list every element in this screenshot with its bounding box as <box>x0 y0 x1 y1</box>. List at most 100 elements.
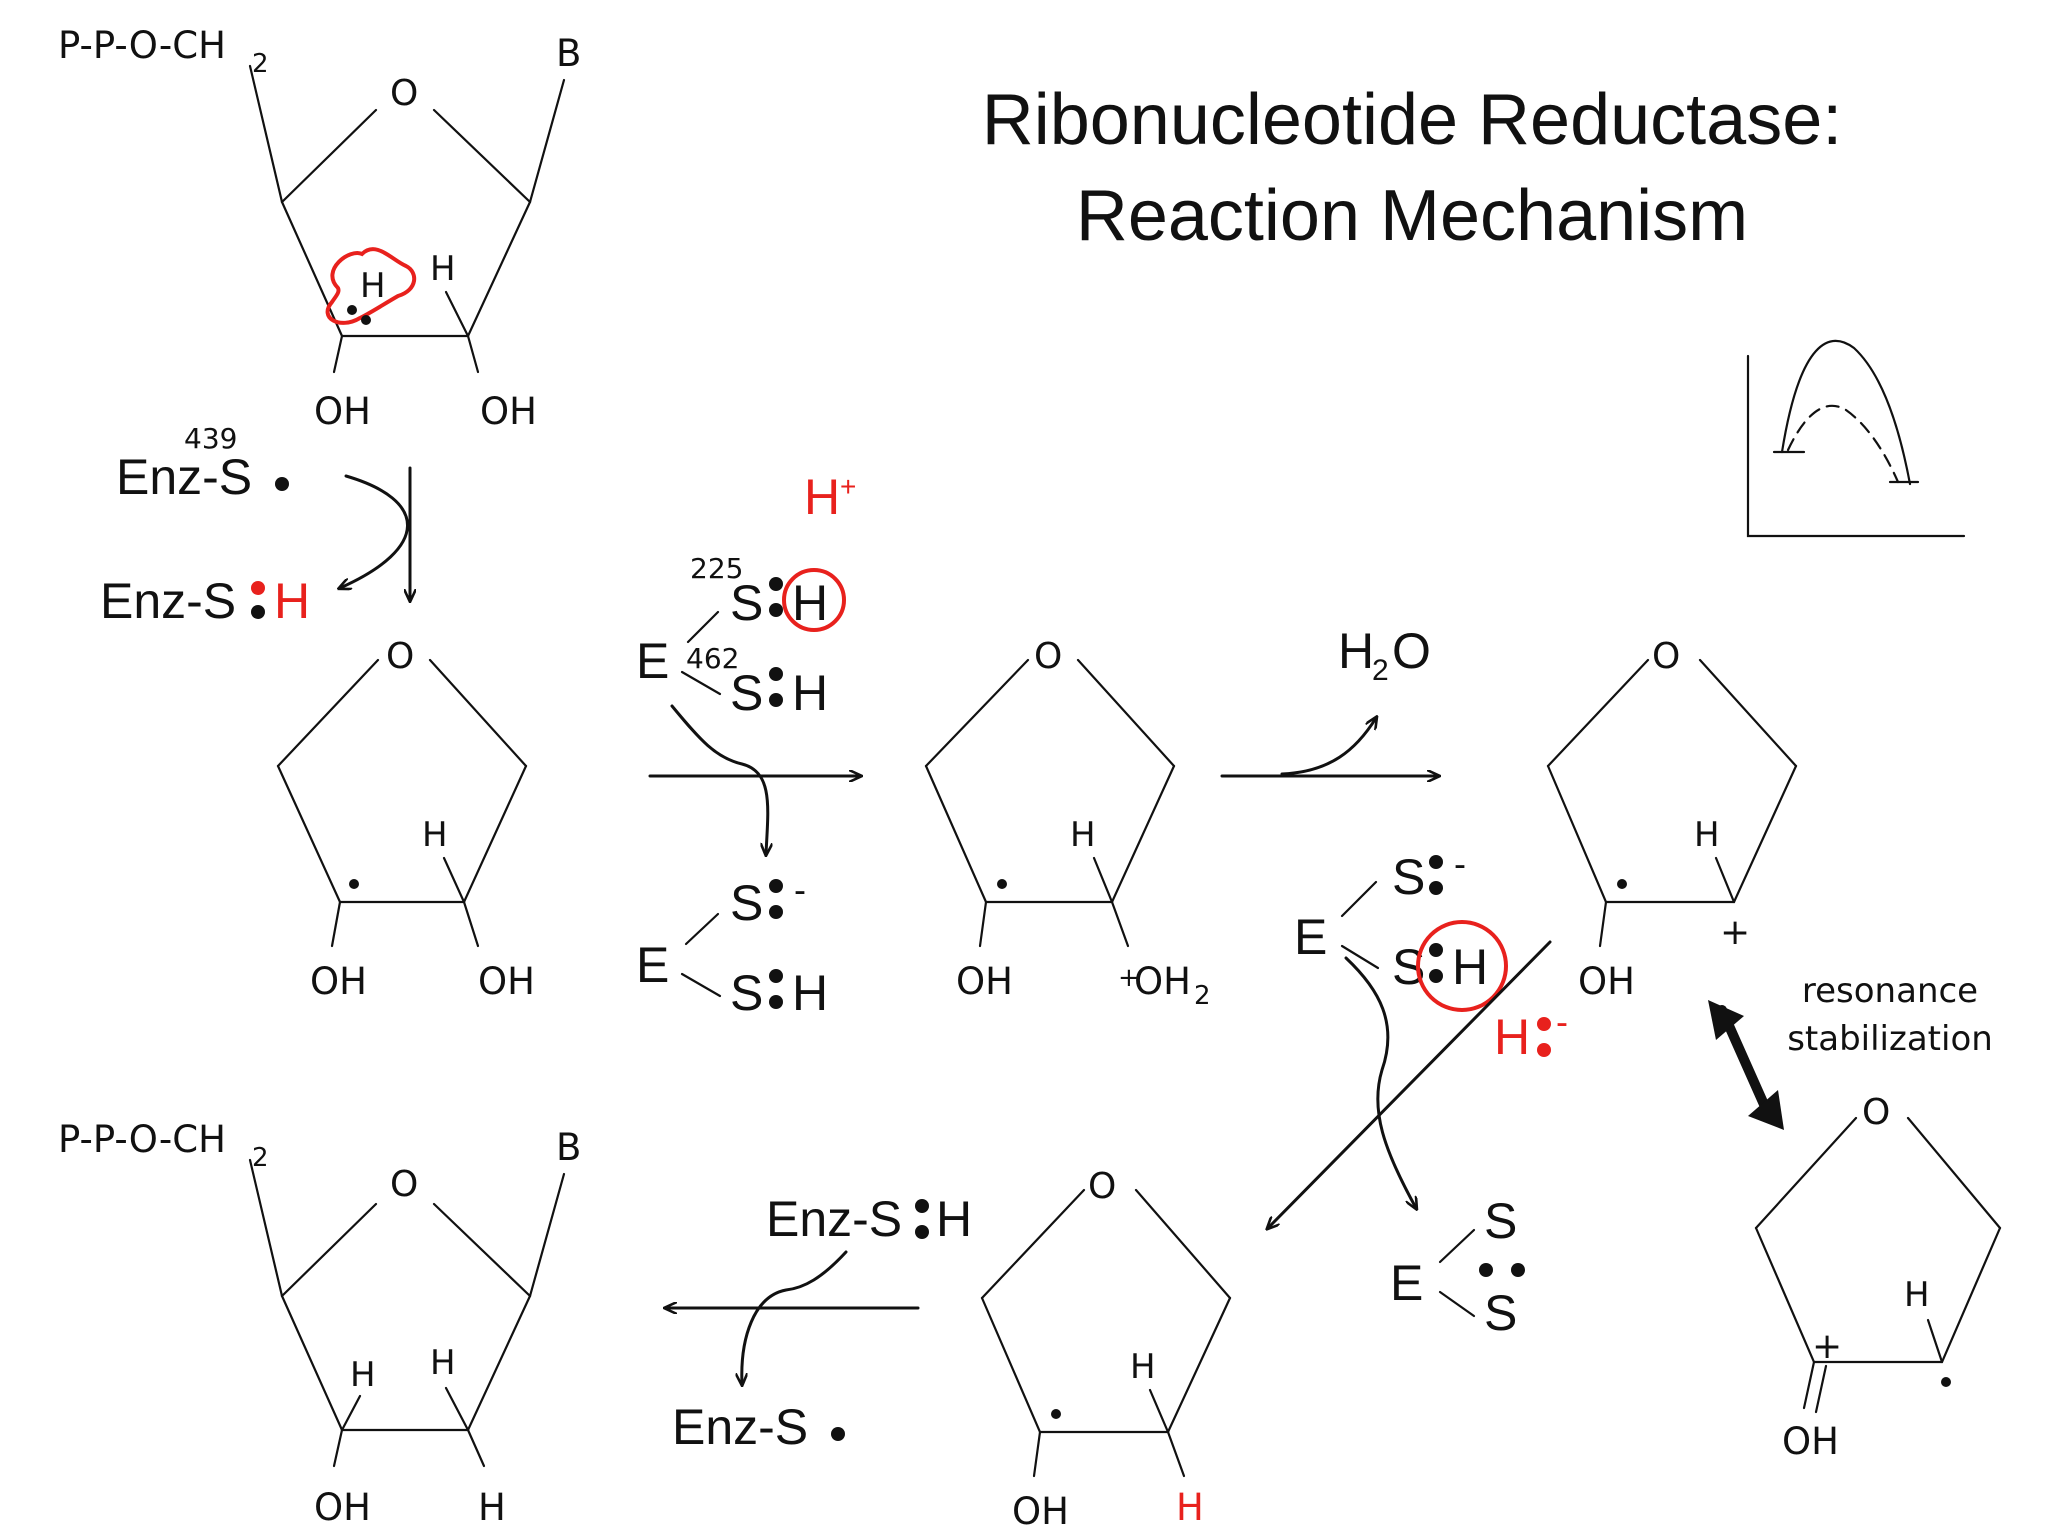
svg-text:225: 225 <box>690 552 743 585</box>
svg-text:OH: OH <box>1578 960 1635 1003</box>
svg-text:B: B <box>556 1126 581 1169</box>
svg-text:S: S <box>730 875 763 931</box>
curved-arrow-electron-1 <box>670 704 768 854</box>
svg-text:+: + <box>1118 963 1140 993</box>
svg-text:+: + <box>1720 912 1750 953</box>
svg-text:H: H <box>1130 1347 1156 1387</box>
svg-text:H: H <box>1694 815 1720 855</box>
svg-text:439: 439 <box>184 422 237 455</box>
water-label: H <box>1338 623 1374 679</box>
svg-text:H: H <box>422 815 448 855</box>
red-circle-highlight <box>1416 920 1508 1012</box>
svg-text:O: O <box>1088 1166 1116 1207</box>
svg-text:E: E <box>636 937 669 993</box>
svg-text:2: 2 <box>1194 981 1211 1011</box>
svg-text:OH: OH <box>480 390 537 433</box>
carbocation-radical: O H OH + <box>1546 636 1798 1003</box>
svg-text:2: 2 <box>252 49 269 79</box>
svg-text:S: S <box>730 665 763 721</box>
svg-text:+: + <box>1812 1326 1842 1367</box>
svg-text:OH: OH <box>310 960 367 1003</box>
enz-thiyl-radical-bottom: Enz-S <box>672 1399 845 1455</box>
enzyme-dithiol: 225 S H E 462 S H <box>636 552 846 721</box>
svg-text:O: O <box>1862 1092 1890 1133</box>
resonance-arrow <box>1708 1000 1784 1130</box>
svg-text:H: H <box>1070 815 1096 855</box>
svg-text:O: O <box>1652 636 1680 677</box>
svg-text:-: - <box>1556 1001 1568 1042</box>
svg-text:S: S <box>730 575 763 631</box>
resonance-label-line-1: resonance <box>1802 971 1978 1011</box>
svg-text:Enz-S: Enz-S <box>672 1399 808 1455</box>
svg-text:H: H <box>1452 939 1488 995</box>
curved-arrow-h-abstraction <box>340 474 409 588</box>
red-circle-highlight <box>325 247 417 325</box>
radical-intermediate-1: O H OH OH <box>276 636 535 1003</box>
base-label: B <box>556 32 581 75</box>
enzyme-thiolate-thiol: S - E S H <box>1294 843 1508 1012</box>
svg-text:O: O <box>1034 636 1062 677</box>
svg-text:2: 2 <box>252 1143 269 1173</box>
radical-intermediate-2: O H OH H <box>980 1166 1232 1533</box>
svg-text:O: O <box>1392 623 1431 679</box>
svg-text:H: H <box>1176 1486 1204 1529</box>
svg-text:H: H <box>792 665 828 721</box>
deoxyribonucleotide-structure: P-P-O-CH 2 B O H H OH H <box>58 1118 581 1529</box>
curved-arrow-electron-3 <box>742 1250 848 1384</box>
enz-thiol-bottom: Enz-S H <box>766 1191 972 1247</box>
svg-text:OH: OH <box>1134 960 1191 1003</box>
svg-text:-: - <box>1454 843 1466 884</box>
svg-text:462: 462 <box>686 642 739 675</box>
curved-arrow-water-loss <box>1280 718 1376 776</box>
svg-text:Enz-S: Enz-S <box>766 1191 902 1247</box>
svg-text:OH: OH <box>478 960 535 1003</box>
resonance-form: O H + OH <box>1754 1092 2002 1463</box>
svg-text:E: E <box>1294 909 1327 965</box>
svg-text:OH: OH <box>1782 1420 1839 1463</box>
svg-text:OH: OH <box>956 960 1013 1003</box>
svg-text:H: H <box>430 1343 456 1383</box>
svg-text:Enz-S: Enz-S <box>100 573 236 629</box>
enz-thiol: Enz-S H <box>100 573 310 629</box>
proton-label: H <box>804 469 840 525</box>
hydride-label: H - <box>1494 1001 1568 1065</box>
svg-text:H: H <box>1904 1275 1930 1315</box>
svg-text:H: H <box>936 1191 972 1247</box>
svg-text:H: H <box>792 575 828 631</box>
svg-text:O: O <box>390 1164 418 1205</box>
svg-text:OH: OH <box>1012 1490 1069 1533</box>
svg-text:S: S <box>730 965 763 1021</box>
svg-text:E: E <box>636 633 669 689</box>
enz-thiyl-radical: 439 Enz-S <box>116 422 289 505</box>
svg-text:H: H <box>274 573 310 629</box>
svg-text:H: H <box>1494 1009 1530 1065</box>
reaction-arrow-3 <box>1268 940 1552 1228</box>
svg-text:H: H <box>360 266 386 306</box>
svg-text:OH: OH <box>314 390 371 433</box>
energy-diagram-icon <box>1746 339 1966 538</box>
svg-text:S: S <box>1484 1285 1517 1341</box>
title-line-2: Reaction Mechanism <box>1076 176 1748 256</box>
resonance-label-line-2: stabilization <box>1787 1019 1993 1059</box>
svg-text:Enz-S: Enz-S <box>116 449 252 505</box>
enzyme-disulfide: S E S <box>1390 1193 1525 1341</box>
ppo-ch2-label: P-P-O-CH <box>58 24 226 67</box>
curved-arrow-electron-2 <box>1344 956 1416 1208</box>
svg-text:O: O <box>386 636 414 677</box>
enzyme-thiolate: S - E S H <box>636 869 828 1021</box>
svg-text:-: - <box>794 869 806 910</box>
red-circle-highlight <box>782 568 846 632</box>
svg-text:P-P-O-CH: P-P-O-CH <box>58 1118 226 1161</box>
svg-text:S: S <box>1484 1193 1517 1249</box>
svg-text:OH: OH <box>314 1486 371 1529</box>
protonated-intermediate: O H OH + OH 2 <box>924 636 1211 1011</box>
ribonucleotide-structure: P-P-O-CH 2 B O OH OH H H <box>58 24 581 433</box>
svg-text:H: H <box>350 1355 376 1395</box>
svg-text:S: S <box>1392 849 1425 905</box>
svg-text:H: H <box>430 249 456 289</box>
svg-text:H: H <box>792 965 828 1021</box>
svg-text:2: 2 <box>1372 654 1389 687</box>
svg-text:H: H <box>478 1486 506 1529</box>
title-line-1: Ribonucleotide Reductase: <box>982 80 1843 160</box>
